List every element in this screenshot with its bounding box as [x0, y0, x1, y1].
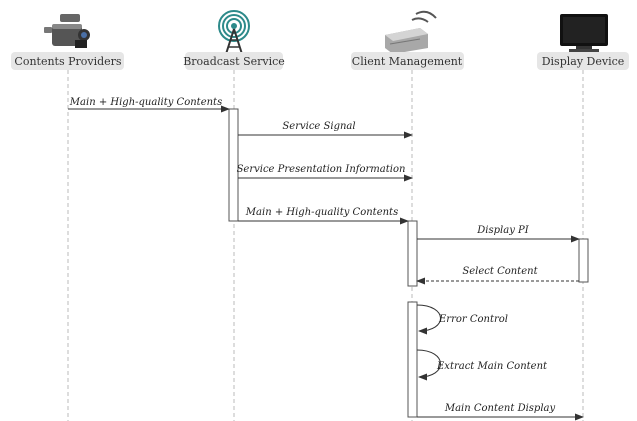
activation-broadcast	[228, 108, 239, 222]
tv-monitor-icon	[560, 14, 608, 52]
participant-label-client: Client Management	[352, 55, 463, 68]
message-label: Service Signal	[282, 121, 355, 132]
self-message-arrow	[416, 349, 441, 381]
message-label: Main + High-quality Contents	[245, 207, 398, 218]
message-label: Extract Main Content	[436, 361, 548, 372]
self-message-arrow	[416, 304, 441, 335]
participant-box-broadcast	[185, 52, 283, 70]
message-label: Main + High-quality Contents	[69, 97, 222, 108]
participant-box-display	[537, 52, 629, 70]
broadcast-tower-icon	[218, 10, 250, 55]
video-camera-icon	[44, 14, 90, 48]
activation-client-1	[407, 220, 418, 287]
participant-label-display: Display Device	[542, 55, 625, 68]
message-label: Error Control	[438, 314, 508, 325]
participant-label-providers: Contents Providers	[14, 55, 122, 68]
activation-client-2	[407, 301, 418, 418]
participant-label-broadcast: Broadcast Service	[183, 55, 285, 68]
message-label: Select Content	[462, 266, 538, 277]
message-label: Display PI	[476, 225, 529, 236]
activation-display	[578, 238, 589, 283]
message-label: Main Content Display	[444, 403, 556, 414]
message-label: Service Presentation Information	[237, 164, 406, 175]
server-wifi-icon	[385, 10, 437, 54]
participant-box-providers	[11, 52, 124, 70]
participant-box-client	[351, 52, 464, 70]
